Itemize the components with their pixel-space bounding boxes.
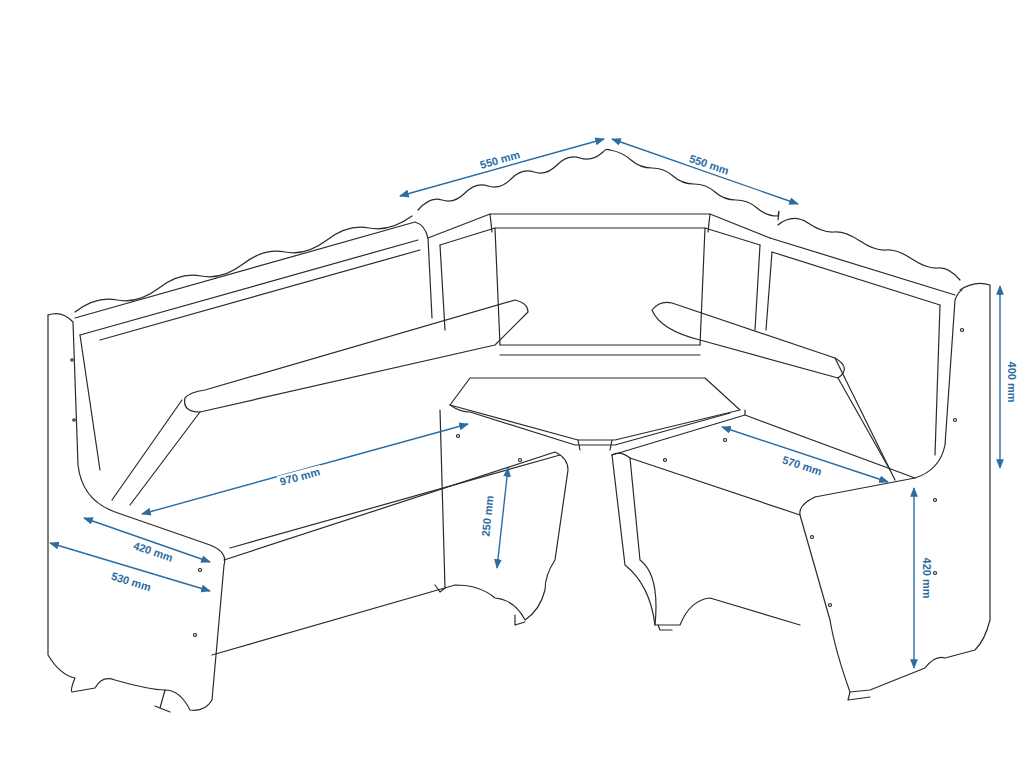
dimension-label: 570 mm — [779, 453, 826, 479]
bench-outline — [48, 149, 990, 712]
dimension-label: 420 mm — [920, 556, 933, 601]
dimension-label: 970 mm — [277, 465, 324, 489]
dimension-label: 400 mm — [1005, 360, 1018, 405]
dimension-lines — [50, 139, 1000, 668]
dimension-label: 530 mm — [108, 569, 155, 595]
dimension-label: 550 mm — [686, 152, 733, 179]
dimension-label: 250 mm — [479, 493, 497, 539]
